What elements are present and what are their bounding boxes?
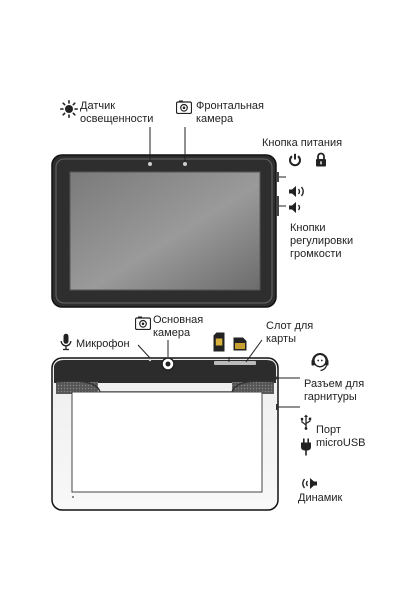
front-bezel-edge bbox=[55, 158, 273, 304]
front-screen bbox=[69, 171, 261, 291]
headset-jack-label: Разъем для гарнитуры bbox=[304, 378, 365, 403]
front-camera-dot bbox=[183, 162, 187, 166]
usb-port-label: Порт microUSB bbox=[316, 424, 366, 449]
sd-card-icon bbox=[233, 337, 247, 351]
tablet-front bbox=[51, 154, 279, 308]
headset-icon bbox=[311, 353, 329, 372]
volume-keys bbox=[276, 196, 279, 216]
speaker-label: Динамик bbox=[298, 492, 343, 504]
light-sensor-label: Датчик освещенности bbox=[80, 100, 154, 125]
back-panel bbox=[71, 391, 263, 493]
volume-buttons-label: Кнопки регулировки громкости bbox=[290, 222, 354, 260]
power-key bbox=[276, 172, 279, 182]
speaker-grille-left bbox=[56, 382, 98, 394]
usb-icon bbox=[300, 414, 312, 430]
microphone-label: Микрофон bbox=[76, 338, 130, 350]
tablet-back bbox=[51, 357, 279, 511]
microphone-icon bbox=[60, 333, 72, 351]
speaker-grille-right bbox=[232, 382, 274, 394]
lock-icon bbox=[316, 152, 326, 167]
camera-icon bbox=[176, 100, 192, 114]
power-icon bbox=[289, 153, 301, 167]
volume-down-icon bbox=[289, 202, 301, 213]
camera-icon bbox=[135, 316, 151, 330]
front-leader-lines bbox=[149, 127, 286, 207]
card-slot-label: Слот для карты bbox=[266, 320, 314, 345]
sun-icon bbox=[60, 100, 78, 118]
back-leader-lines bbox=[137, 339, 300, 408]
sim-card-icon bbox=[213, 332, 225, 352]
main-camera-label: Основная камера bbox=[153, 314, 204, 339]
speaker-icon bbox=[302, 478, 317, 489]
card-slot bbox=[214, 361, 256, 365]
light-sensor-dot bbox=[148, 162, 152, 166]
front-camera-label: Фронтальная камера bbox=[196, 100, 265, 125]
power-button-label: Кнопка питания bbox=[262, 137, 343, 149]
plug-icon bbox=[301, 438, 311, 456]
back-top-band bbox=[54, 360, 276, 383]
volume-up-icon bbox=[289, 186, 304, 197]
